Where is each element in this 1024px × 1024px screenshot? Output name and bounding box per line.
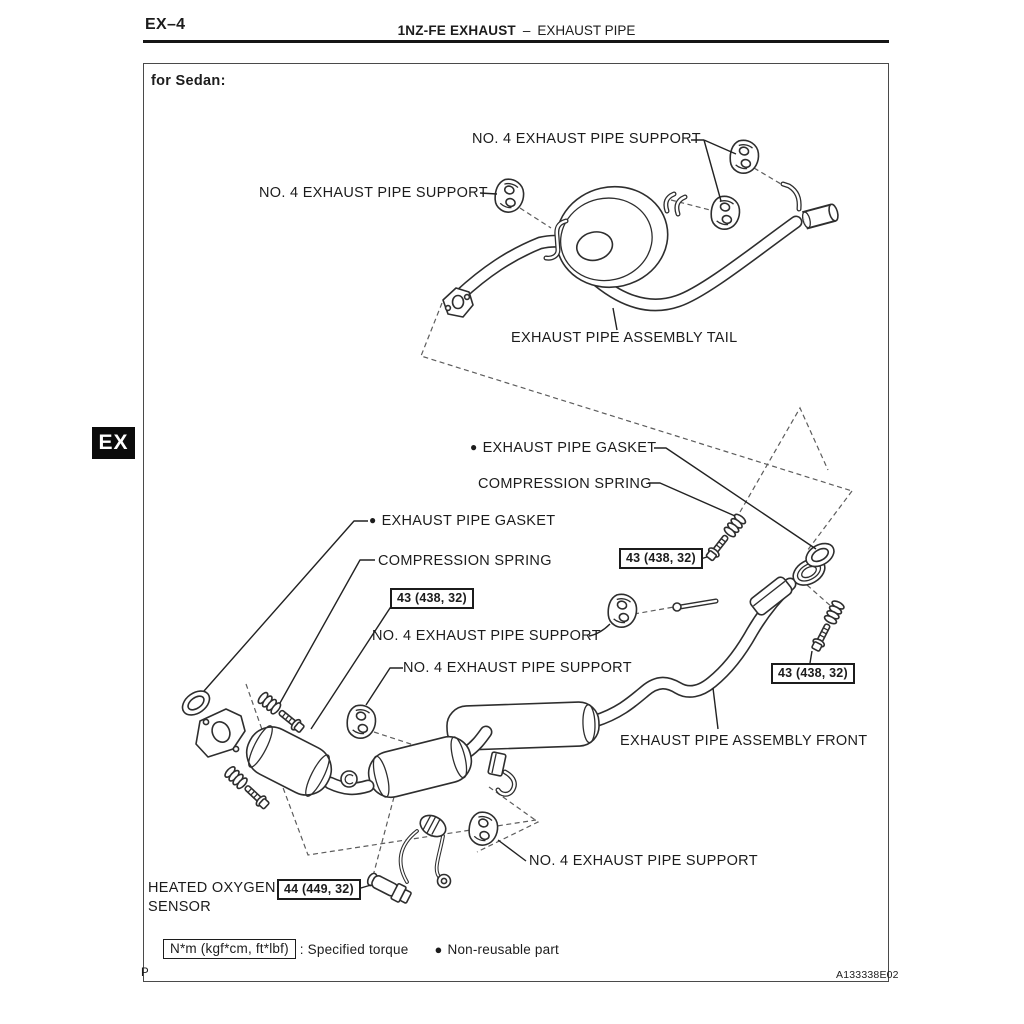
label-spring-left: COMPRESSION SPRING bbox=[378, 553, 552, 569]
exhaust-gasket-front bbox=[177, 685, 215, 721]
sensor-connector bbox=[419, 814, 447, 838]
bolt-spring-upper bbox=[703, 511, 748, 564]
label-front-assembly: EXHAUST PIPE ASSEMBLY FRONT bbox=[620, 733, 868, 749]
label-support-mid-lower: NO. 4 EXHAUST PIPE SUPPORT bbox=[403, 660, 632, 676]
non-reusable-mark: ● bbox=[369, 513, 377, 527]
tail-flange bbox=[442, 287, 474, 318]
variant-label: for Sedan: bbox=[151, 73, 226, 89]
torque-unit-desc: : Specified torque bbox=[299, 941, 409, 957]
page-code: EX–4 bbox=[145, 16, 186, 33]
page-marker: P bbox=[141, 967, 149, 979]
label-spring-upper: COMPRESSION SPRING bbox=[478, 476, 652, 492]
pipe-hanger-rod bbox=[672, 598, 719, 612]
non-reusable-label: Non-reusable part bbox=[447, 941, 559, 957]
front-pipe-assembly-art bbox=[195, 558, 826, 799]
chapter-tab: EX bbox=[92, 427, 135, 459]
non-reusable-mark: ● bbox=[470, 440, 478, 454]
non-reusable-bullet: ● bbox=[434, 941, 443, 957]
label-gasket-left: ●EXHAUST PIPE GASKET bbox=[369, 513, 556, 529]
label-oxygen-sensor: HEATED OXYGEN SENSOR bbox=[148, 880, 276, 915]
figure-code: A133338E02 bbox=[836, 969, 899, 981]
tailpipe-hook-pin bbox=[780, 181, 802, 212]
tailpipe-tip bbox=[801, 203, 839, 230]
label-support-top-right: NO. 4 EXHAUST PIPE SUPPORT bbox=[472, 131, 701, 147]
figure-frame bbox=[143, 63, 889, 982]
alignment-dashed-lines bbox=[245, 167, 853, 877]
muffler-inlet-hanger-bracket bbox=[543, 218, 569, 261]
bolt-spring-right bbox=[808, 598, 846, 654]
support-b bbox=[725, 136, 763, 178]
torque-box-oxygen-sensor: 44 (449, 32) bbox=[277, 879, 361, 900]
tail-pipe-assembly-art bbox=[442, 181, 839, 318]
support-e bbox=[342, 701, 380, 743]
torque-box-joint-left: 43 (438, 32) bbox=[390, 588, 474, 609]
label-gasket-upper: ●EXHAUST PIPE GASKET bbox=[470, 440, 657, 456]
muffler-hanger-pins bbox=[663, 191, 688, 217]
header-separator: – bbox=[522, 23, 531, 38]
oxygen-sensor-art bbox=[366, 814, 452, 904]
header-section: 1NZ-FE EXHAUST bbox=[397, 23, 516, 38]
support-c bbox=[706, 192, 744, 234]
leader-lines bbox=[203, 139, 817, 891]
legend: N*m (kgf*cm, ft*lbf) : Specified torque … bbox=[163, 939, 559, 959]
label-tail-assembly: EXHAUST PIPE ASSEMBLY TAIL bbox=[511, 330, 738, 346]
header-subsection: EXHAUST PIPE bbox=[537, 23, 636, 38]
label-support-top-left: NO. 4 EXHAUST PIPE SUPPORT bbox=[259, 185, 488, 201]
label-support-mid-upper: NO. 4 EXHAUST PIPE SUPPORT bbox=[372, 628, 601, 644]
front-flange bbox=[195, 708, 246, 758]
torque-box-joint-right: 43 (438, 32) bbox=[771, 663, 855, 684]
header-title: 1NZ-FE EXHAUST – EXHAUST PIPE bbox=[143, 23, 890, 38]
pipe-clamp-mark bbox=[340, 770, 358, 788]
torque-box-joint-upper: 43 (438, 32) bbox=[619, 548, 703, 569]
catalytic-converter-rear bbox=[367, 735, 473, 799]
resonator-hanger-bracket bbox=[487, 751, 517, 797]
muffler-art bbox=[555, 185, 669, 289]
heat-shield-patch bbox=[749, 576, 793, 616]
label-support-bottom: NO. 4 EXHAUST PIPE SUPPORT bbox=[529, 853, 758, 869]
torque-unit-box: N*m (kgf*cm, ft*lbf) bbox=[163, 939, 296, 959]
header-rule bbox=[143, 40, 889, 43]
catalytic-converter-front bbox=[245, 725, 333, 797]
